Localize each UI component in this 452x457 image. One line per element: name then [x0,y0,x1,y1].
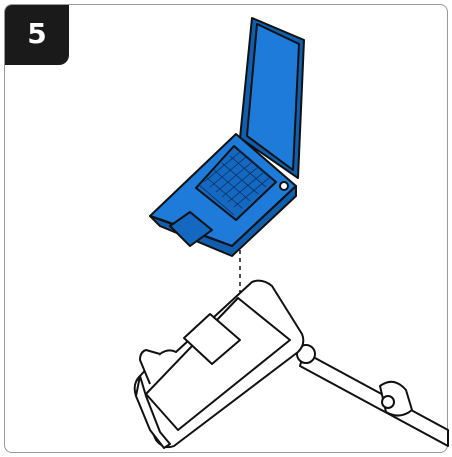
laptop [149,17,305,257]
laptop-base-edge [149,185,297,257]
clamp-knob [381,395,395,409]
tray-side-lip [139,349,161,385]
tray-stand [133,279,449,449]
tray-front-lip [135,375,171,449]
power-button-icon [279,181,289,191]
laptop-touchpad [169,211,213,247]
step-number: 5 [27,17,47,50]
keyboard-keys [197,148,275,216]
tray-inner-panel [183,313,241,365]
tray-cutout [145,297,291,431]
laptop-screen [246,23,300,171]
step-badge: 5 [5,5,69,65]
stand-arm [299,351,449,447]
